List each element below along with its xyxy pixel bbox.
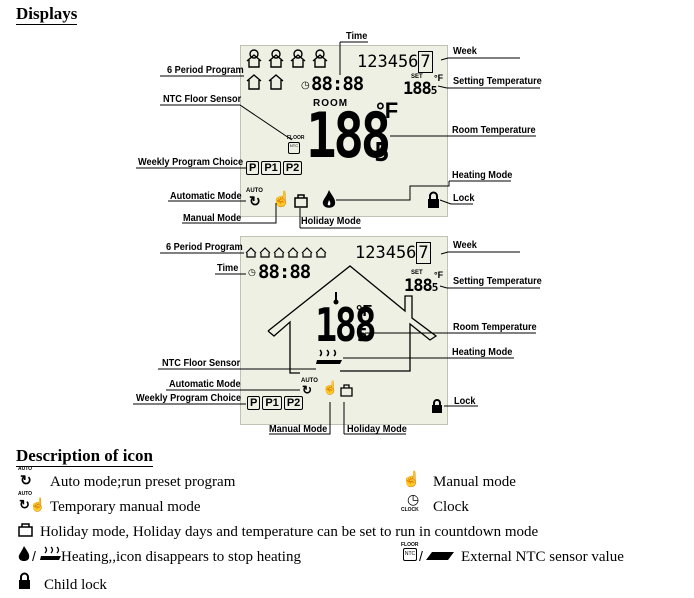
temporary-manual-icon: ↻☝ [19, 497, 47, 512]
floor-word-1: FLOOR [287, 135, 305, 141]
auto-word-1: AUTO [246, 188, 263, 194]
floor-word: FLOOR [401, 542, 419, 548]
label-heating-mode-2: Heating Mode [452, 347, 513, 358]
desc-clock: Clock [433, 499, 469, 515]
desc-heating: Heating,,icon disappears to stop heating [61, 549, 301, 565]
hand-icon: ☝ [272, 191, 291, 208]
clock-word: CLOCK [401, 507, 419, 513]
room-temp-2: 188 [315, 298, 377, 352]
label-weekly-choice-1: Weekly Program Choice [138, 157, 244, 168]
room-temp-decimal-2: 5 [357, 325, 368, 346]
p-boxes-1: P P1 P2 [246, 161, 303, 175]
room-word: ROOM [313, 98, 349, 109]
lock-icon-2 [432, 399, 442, 413]
flame-icon [322, 190, 336, 208]
desc-temporary-manual: Temporary manual mode [50, 499, 201, 515]
set-temp-1: 1885 [403, 79, 437, 99]
unit-1: °F [376, 98, 399, 123]
desc-auto-mode: Auto mode;run preset program [50, 474, 236, 490]
lock-icon-1 [428, 191, 439, 208]
holiday-bag-icon-2 [340, 384, 353, 397]
label-weekly-choice-2: Weekly Program Choice [136, 393, 242, 404]
clock-small-icon: ◷ [301, 80, 310, 91]
displays-heading: Displays [16, 4, 78, 25]
p-boxes-2: P P1 P2 [247, 396, 304, 410]
label-room-temp-2: Room Temperature [453, 322, 537, 333]
heating-icon-desc [18, 546, 30, 561]
label-time-1: Time [346, 31, 368, 42]
label-ntc-floor-2: NTC Floor Sensor [162, 358, 241, 369]
lcd-screen-2 [240, 236, 448, 425]
six-period-icons-2 [245, 247, 327, 258]
set-temp-2: 1885 [404, 276, 438, 296]
set-word-2: SET [411, 270, 423, 276]
label-setting-temp-2: Setting Temperature [453, 276, 542, 287]
auto-word-2: AUTO [18, 491, 33, 497]
auto-mode-icon: ↻ [249, 193, 261, 209]
holiday-bag-icon [294, 194, 308, 208]
clock-icon-desc: ◷ [407, 491, 420, 507]
label-lock-1: Lock [453, 193, 475, 204]
label-week-2: Week [453, 240, 477, 251]
unit-2: °F [356, 303, 373, 320]
label-time-2: Time [217, 263, 239, 274]
label-manual-mode-1: Manual Mode [183, 213, 242, 224]
ntc-bar-icon [426, 552, 454, 560]
desc-manual-mode: Manual mode [433, 474, 516, 490]
label-holiday-mode-2: Holiday Mode [347, 424, 407, 435]
ntc-icon-desc: NTC [403, 548, 417, 561]
lcd-screen-1 [240, 45, 448, 217]
label-manual-mode-2: Manual Mode [269, 424, 328, 435]
label-six-period-1: 6 Period Program [167, 65, 244, 76]
ntc-box-1: NTC [288, 142, 300, 154]
floor-heating-icon-desc [40, 546, 61, 560]
desc-child-lock: Child lock [44, 577, 107, 593]
label-lock-2: Lock [454, 396, 476, 407]
label-automatic-mode-1: Automatic Mode [170, 191, 242, 202]
auto-mode-icon-desc: ↻ [20, 472, 32, 488]
label-six-period-2: 6 Period Program [166, 242, 243, 253]
holiday-icon-desc [18, 523, 33, 537]
label-room-temp-1: Room Temperature [452, 125, 536, 136]
set-word-1: SET [411, 74, 423, 80]
room-temp-1: 188 [306, 99, 391, 172]
lock-icon-desc [19, 572, 30, 589]
desc-holiday: Holiday mode, Holiday days and temperatu… [40, 524, 539, 540]
label-automatic-mode-2: Automatic Mode [169, 379, 241, 390]
room-temp-decimal-1: 5 [374, 138, 390, 168]
floor-heating-icon [316, 349, 342, 364]
auto-mode-icon-2: ↻ [302, 383, 313, 397]
auto-word: AUTO [18, 466, 33, 472]
label-heating-mode-1: Heating Mode [452, 170, 513, 181]
description-heading: Description of icon [16, 446, 153, 467]
time-digits-2: 88:88 [258, 261, 311, 283]
label-week-1: Week [453, 46, 477, 57]
time-digits-1: 88:88 [311, 73, 364, 95]
desc-ntc: External NTC sensor value [461, 549, 624, 565]
label-setting-temp-1: Setting Temperature [453, 76, 542, 87]
hand-icon-2: ☝ [322, 380, 339, 395]
label-ntc-floor-1: NTC Floor Sensor [163, 94, 242, 105]
auto-word-2: AUTO [301, 378, 318, 384]
house-outline [267, 265, 438, 374]
label-holiday-mode-1: Holiday Mode [301, 216, 361, 227]
manual-mode-icon-desc: ☝ [402, 471, 421, 488]
six-period-icons [246, 49, 328, 90]
clock-small-icon-2: ◷ [248, 267, 256, 277]
